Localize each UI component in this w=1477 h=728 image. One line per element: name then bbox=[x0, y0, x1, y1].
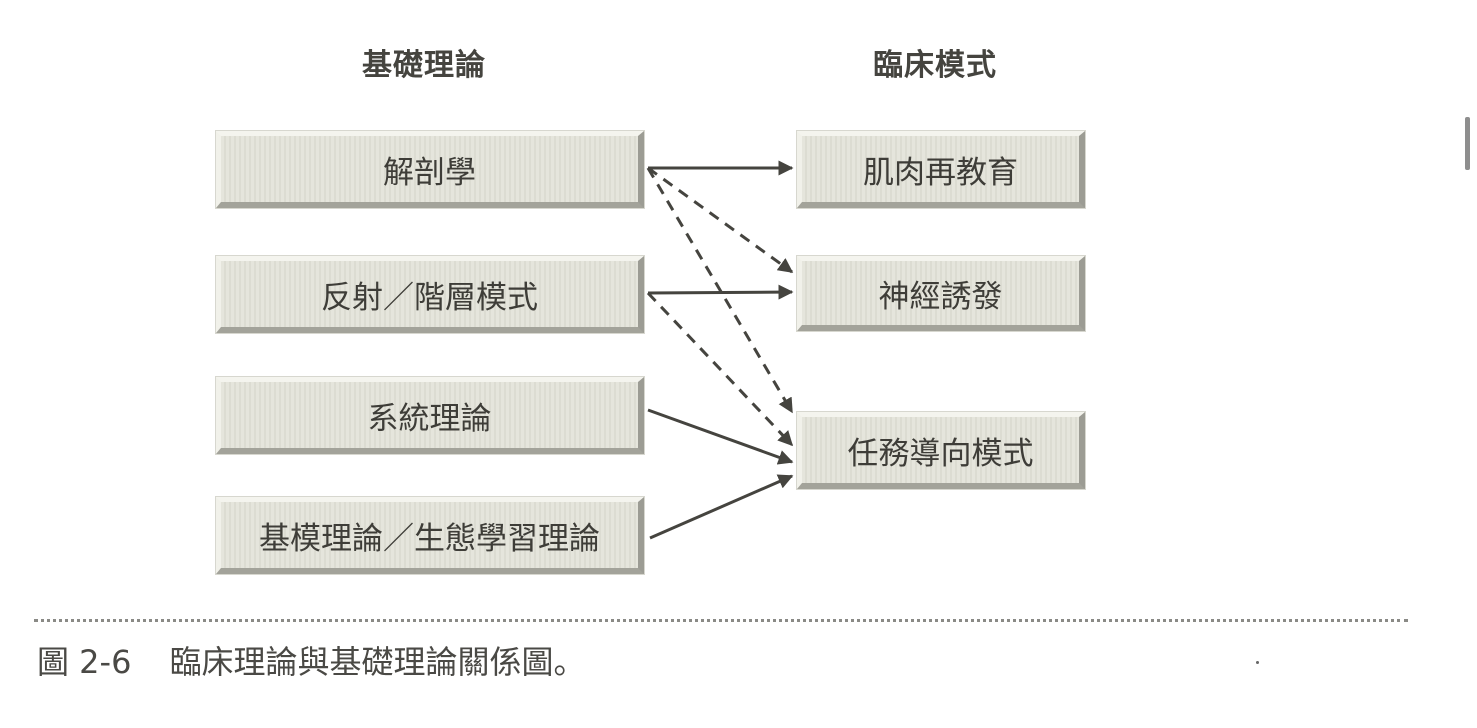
basic-theories-header: 基礎理論 bbox=[362, 48, 486, 83]
arrow-motor-ecology-to-task-oriented bbox=[649, 474, 794, 540]
box-anatomy: 解剖學 bbox=[216, 131, 644, 208]
scrollbar-thumb[interactable] bbox=[1465, 117, 1470, 170]
arrow-reflex-to-task-oriented bbox=[646, 291, 794, 447]
box-task-oriented: 任務導向模式 bbox=[797, 412, 1085, 489]
box-label: 任務導向模式 bbox=[847, 435, 1034, 472]
arrow-anatomy-to-task-oriented bbox=[646, 167, 794, 414]
scan-speck bbox=[1256, 661, 1259, 664]
figure-number: 圖 2-6 bbox=[37, 643, 132, 681]
box-label: 肌肉再教育 bbox=[863, 154, 1018, 191]
box-muscle-reeducation: 肌肉再教育 bbox=[797, 131, 1085, 208]
caption-divider bbox=[34, 619, 1408, 622]
arrow-systems-to-task-oriented bbox=[647, 408, 794, 465]
box-label: 反射／階層模式 bbox=[321, 279, 538, 316]
box-reflex-hierarchy: 反射／階層模式 bbox=[216, 256, 644, 333]
box-label: 系統理論 bbox=[367, 400, 492, 437]
box-label: 解剖學 bbox=[383, 154, 476, 191]
box-systems-theory: 系統理論 bbox=[216, 377, 644, 454]
box-label: 基模理論／生態學習理論 bbox=[259, 520, 600, 557]
box-neuro-facilitation: 神經誘發 bbox=[797, 256, 1085, 331]
arrow-anatomy-to-neuro-facilitation bbox=[647, 166, 794, 274]
box-motor-ecology-theory: 基模理論／生態學習理論 bbox=[216, 497, 644, 574]
clinical-models-header: 臨床模式 bbox=[873, 48, 997, 83]
box-label: 神經誘發 bbox=[878, 278, 1003, 315]
arrow-reflex-to-neuro-facilitation bbox=[647, 284, 794, 300]
figure-caption-text: 臨床理論與基礎理論關係圖。 bbox=[169, 643, 586, 681]
figure-caption: 圖 2-6 臨床理論與基礎理論關係圖。 bbox=[37, 637, 585, 683]
